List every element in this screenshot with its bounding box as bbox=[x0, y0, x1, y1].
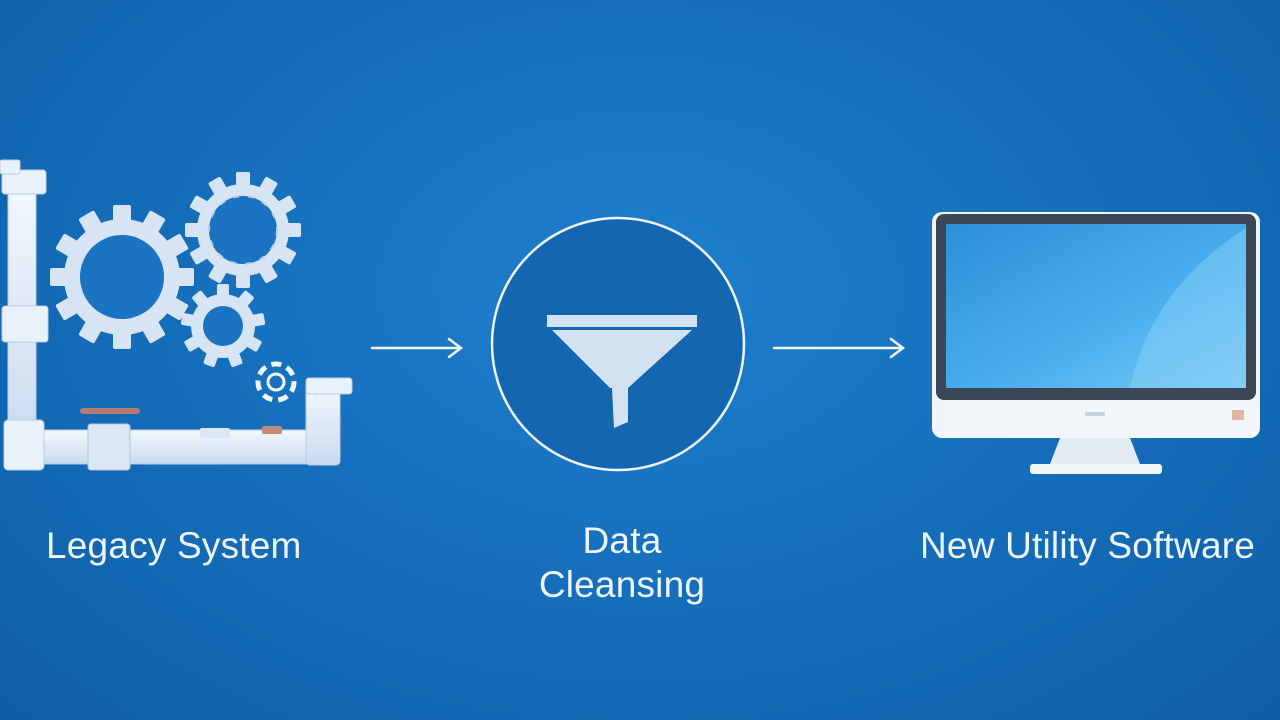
legacy-system-label: Legacy System bbox=[46, 525, 302, 566]
data-cleansing-label-line1: Data bbox=[582, 520, 662, 561]
data-cleansing-label: Data Cleansing bbox=[500, 519, 744, 607]
small-gear-icon bbox=[180, 284, 266, 367]
arrow-right-icon bbox=[772, 337, 906, 359]
gears-and-pipes-icon bbox=[0, 159, 353, 471]
desktop-monitor-icon bbox=[932, 212, 1260, 474]
upper-gear-icon bbox=[185, 172, 301, 288]
data-cleansing-label-line2: Cleansing bbox=[538, 564, 706, 605]
new-utility-software-label: New Utility Software bbox=[920, 525, 1256, 566]
large-gear-icon bbox=[50, 205, 194, 349]
broken-gear-icon bbox=[255, 361, 297, 403]
funnel-icon bbox=[490, 216, 746, 472]
arrow-right-icon bbox=[370, 337, 464, 359]
